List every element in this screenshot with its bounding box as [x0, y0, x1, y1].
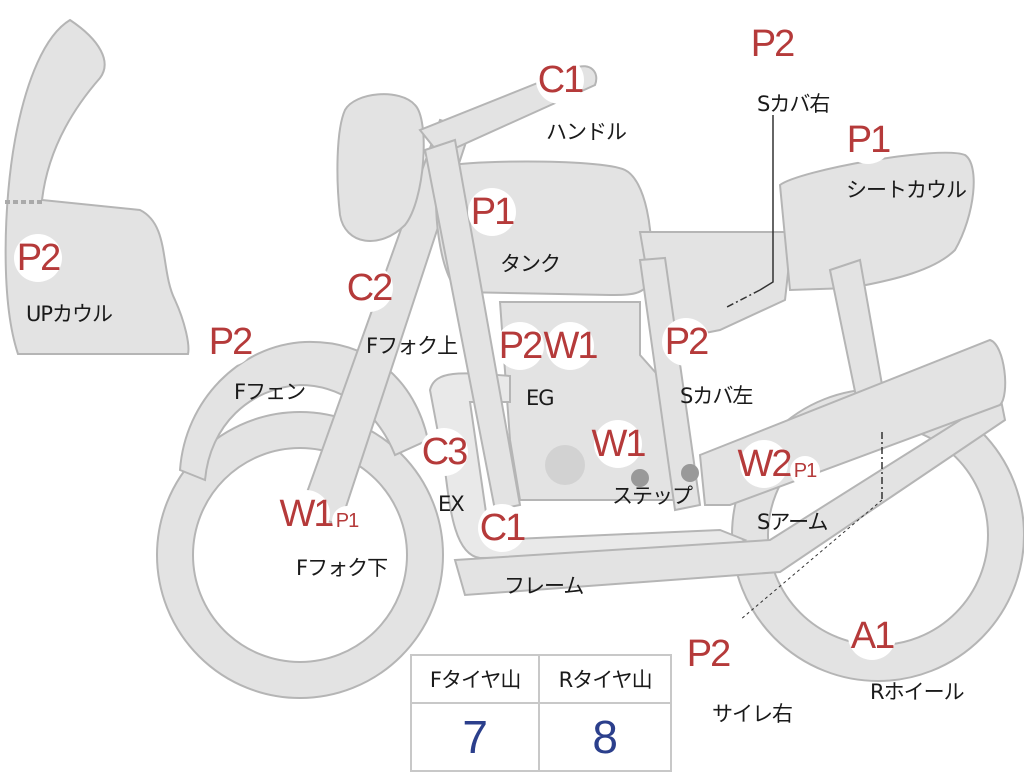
ex-code: C3 — [420, 428, 468, 476]
s-cover-right-label: Sカバ右 — [757, 92, 830, 116]
handle-label: ハンドル — [546, 120, 627, 144]
eg-code-1: P2 — [496, 322, 544, 370]
tire-tread-table: Fタイヤ山 Rタイヤ山 7 8 — [409, 654, 672, 772]
s-arm-code-1: W2 — [738, 440, 793, 488]
step-code: W1 — [592, 420, 647, 468]
frame-label: フレーム — [504, 574, 584, 598]
frame-code: C1 — [478, 504, 526, 552]
f-fork-upper-code: C2 — [345, 264, 393, 312]
f-fork-lower-label: Fフォク下 — [296, 556, 388, 580]
s-cover-right-code: P2 — [748, 20, 796, 68]
seat-cowl-shape — [778, 151, 975, 292]
r-wheel-label: Rホイール — [870, 680, 965, 704]
f-fender-label: Fフェン — [234, 380, 306, 404]
exhaust-shape — [428, 372, 748, 560]
headlight-shape — [336, 93, 425, 242]
silencer-right-code: P2 — [684, 630, 732, 678]
s-arm-label: Sアーム — [757, 510, 828, 534]
rear-tire-header: Rタイヤ山 — [538, 654, 672, 704]
up-cowl-label: UPカウル — [26, 302, 113, 326]
eg-label: EG — [526, 386, 555, 410]
step-label: ステップ — [612, 484, 693, 508]
f-fork-upper-label: Fフォク上 — [366, 334, 458, 358]
s-arm-code-2: P1 — [790, 456, 820, 486]
front-wheel-shape — [157, 412, 443, 698]
tank-code: P1 — [468, 188, 516, 236]
ex-label: EX — [438, 492, 465, 516]
f-fork-lower-code-2: P1 — [332, 506, 362, 536]
rear-tire-value: 8 — [538, 702, 672, 772]
silencer-right-label: サイレ右 — [712, 702, 793, 726]
seat-cowl-label: シートカウル — [846, 178, 967, 202]
handle-code: C1 — [536, 56, 584, 104]
tank-label: タンク — [500, 252, 561, 276]
eg-code-2: W1 — [544, 322, 599, 370]
up-cowl-code: P2 — [14, 234, 62, 282]
f-fork-lower-code-1: W1 — [280, 490, 335, 538]
f-fender-code: P2 — [206, 318, 254, 366]
s-cover-left-label: Sカバ左 — [680, 384, 753, 408]
front-tire-header: Fタイヤ山 — [409, 654, 541, 704]
front-tire-value: 7 — [409, 702, 541, 772]
s-cover-left-code: P2 — [662, 318, 710, 366]
r-wheel-code: A1 — [848, 612, 896, 660]
frame-shape — [423, 138, 522, 512]
seat-cowl-code: P1 — [844, 116, 892, 164]
